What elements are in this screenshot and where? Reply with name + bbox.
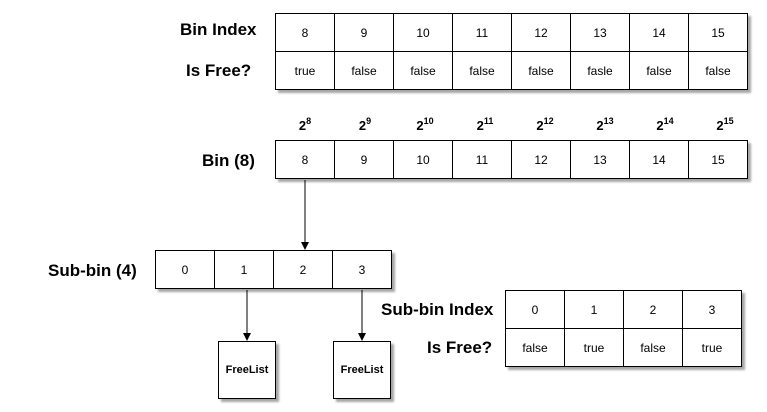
subbin-label: Sub-bin (4) xyxy=(48,261,137,280)
subbin-row: 0 1 2 3 xyxy=(155,250,392,289)
bin-index-cell: 15 xyxy=(688,13,748,52)
power-label: 213 xyxy=(596,116,614,133)
power-label: 215 xyxy=(716,116,734,133)
bin-free-cell: false xyxy=(334,51,394,90)
bin-free-cell: true xyxy=(275,51,335,90)
subbin-cell: 2 xyxy=(273,250,333,289)
bin-index-cell: 14 xyxy=(629,13,689,52)
freelist-box: FreeList xyxy=(333,341,391,399)
bin-index-row: 8 9 10 11 12 13 14 15 xyxy=(275,13,748,52)
subbin-free-cell: true xyxy=(564,328,624,367)
subbin-cell: 1 xyxy=(214,250,274,289)
bin-index-cell: 12 xyxy=(511,13,571,52)
power-label: 210 xyxy=(416,116,434,133)
subbin-table: 0 1 2 3 xyxy=(155,250,392,289)
bin-free-cell: false xyxy=(452,51,512,90)
power-label: 214 xyxy=(656,116,674,133)
subbin-free-cell: false xyxy=(623,328,683,367)
subbin-cell: 3 xyxy=(332,250,392,289)
subbin-free-row: false true false true xyxy=(505,328,742,367)
power-label: 211 xyxy=(476,116,494,133)
bin-index-label: Bin Index xyxy=(180,20,257,39)
bin-free-row: true false false false false fasle false… xyxy=(275,51,748,90)
bin-free-cell: false xyxy=(511,51,571,90)
bin-free-cell: false xyxy=(688,51,748,90)
bin-index-cell: 8 xyxy=(275,13,335,52)
subbin-free-label: Is Free? xyxy=(427,338,493,357)
bin-cell: 10 xyxy=(393,140,453,179)
power-label: 29 xyxy=(358,116,372,133)
subbin-index-label: Sub-bin Index xyxy=(381,300,494,319)
subbin-cell: 0 xyxy=(155,250,215,289)
bin-cell: 15 xyxy=(688,140,748,179)
bin-row: 8 9 10 11 12 13 14 15 xyxy=(275,140,748,179)
bin-index-table: 8 9 10 11 12 13 14 15 true false false f… xyxy=(275,13,748,90)
bin-table: 8 9 10 11 12 13 14 15 xyxy=(275,140,748,179)
power-label: 28 xyxy=(298,116,312,133)
bin-index-cell: 11 xyxy=(452,13,512,52)
power-label: 212 xyxy=(536,116,554,133)
bin-free-cell: false xyxy=(629,51,689,90)
subbin-index-table: 0 1 2 3 false true false true xyxy=(505,290,742,367)
bin-free-cell: fasle xyxy=(570,51,630,90)
bin-index-cell: 13 xyxy=(570,13,630,52)
is-free-label: Is Free? xyxy=(186,61,252,80)
bin-cell: 14 xyxy=(629,140,689,179)
bin-cell: 8 xyxy=(275,140,335,179)
bin-label: Bin (8) xyxy=(202,151,255,170)
subbin-free-cell: true xyxy=(682,328,742,367)
bin-cell: 12 xyxy=(511,140,571,179)
freelist-box: FreeList xyxy=(218,341,276,399)
bin-index-cell: 9 xyxy=(334,13,394,52)
subbin-index-cell: 2 xyxy=(623,290,683,329)
subbin-free-cell: false xyxy=(505,328,565,367)
